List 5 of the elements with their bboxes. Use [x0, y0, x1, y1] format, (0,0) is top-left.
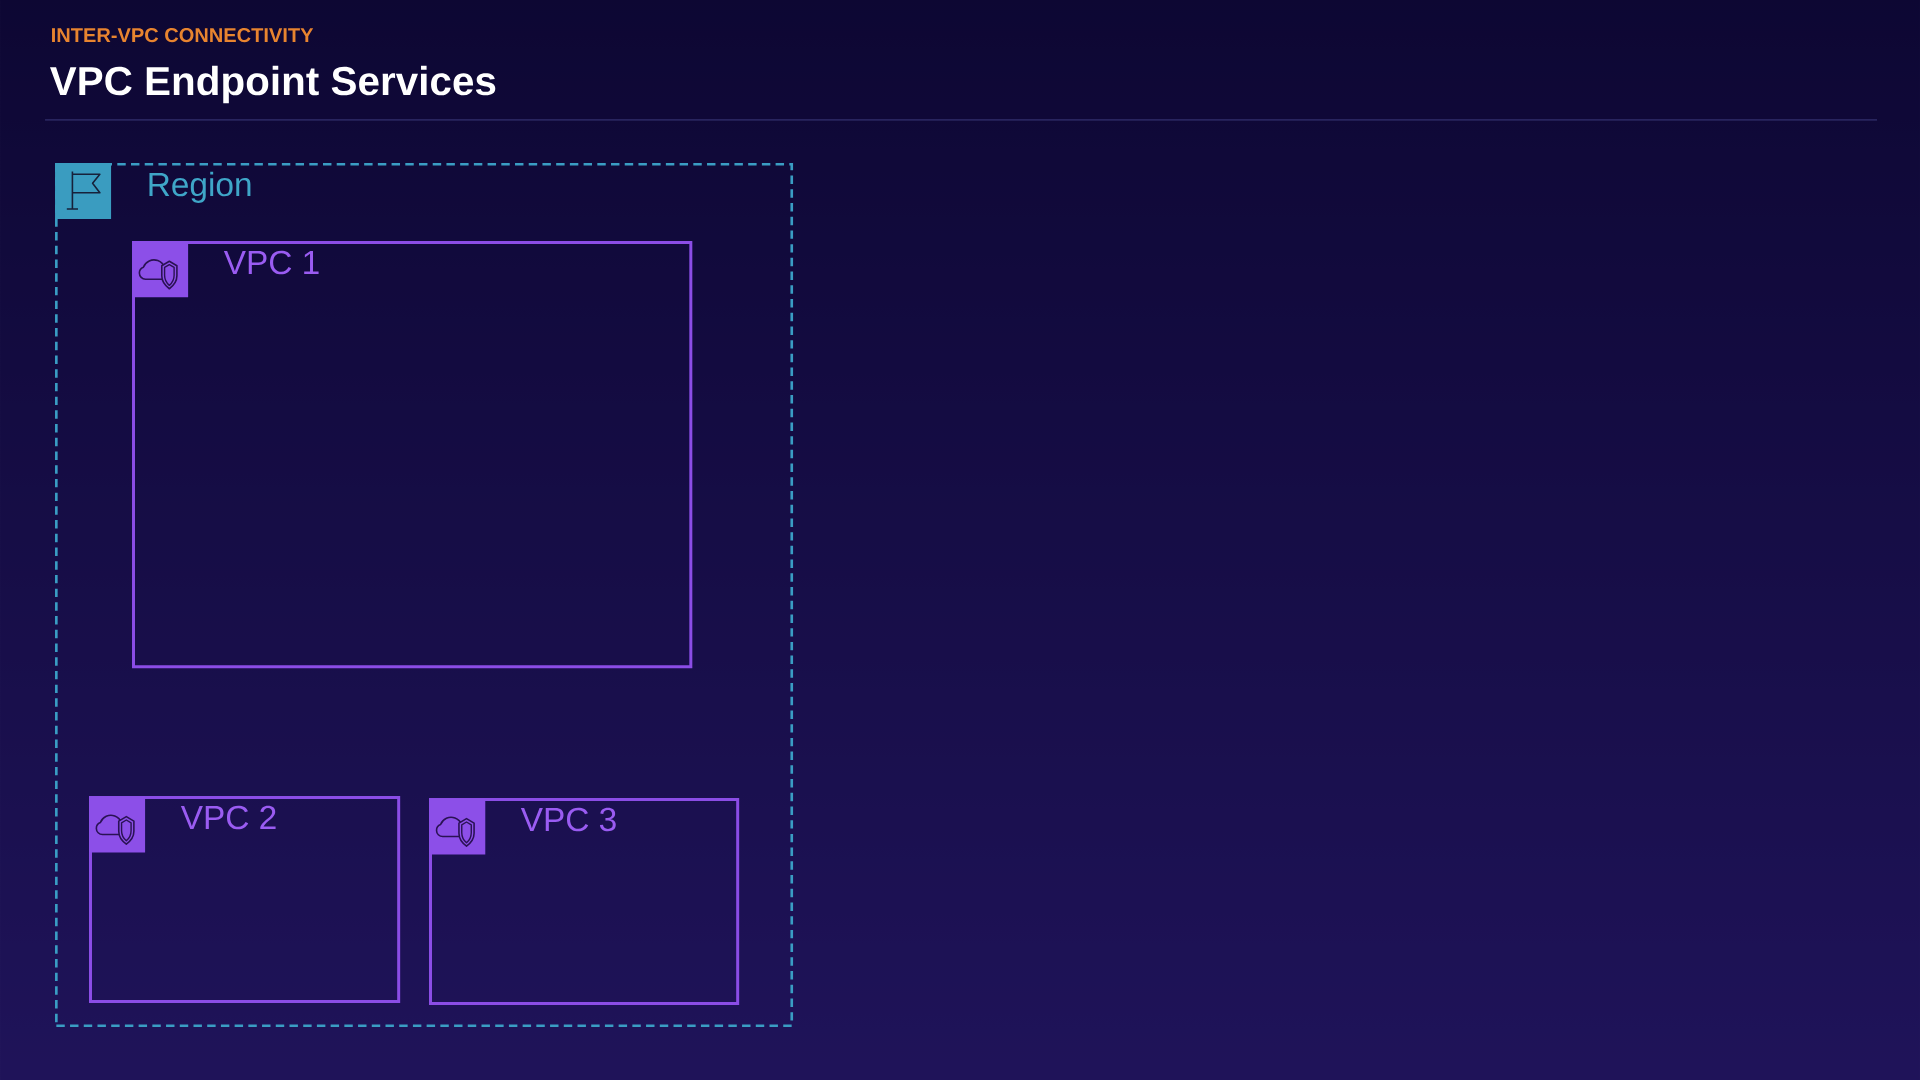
- vpc-box: VPC 3: [429, 798, 740, 1006]
- vpc-box: VPC 2: [89, 796, 401, 1004]
- title: VPC Endpoint Services: [50, 65, 496, 104]
- vpc-box: VPC 1: [132, 241, 693, 669]
- subtitle: INTER-VPC CONNECTIVITY: [52, 28, 314, 43]
